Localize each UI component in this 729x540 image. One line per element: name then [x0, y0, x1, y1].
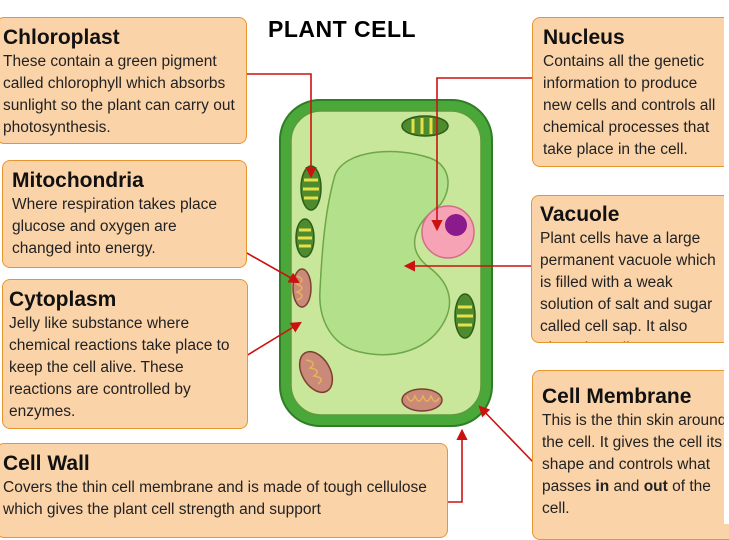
- heading-cell-wall: Cell Wall: [3, 452, 90, 475]
- heading-mitochondria: Mitochondria: [12, 169, 144, 192]
- plant-cell-diagram: [243, 73, 534, 503]
- heading-chloroplast: Chloroplast: [3, 26, 120, 49]
- text-mitochondria: Where respiration takes place glucose an…: [12, 196, 218, 257]
- nucleolus-shape: [445, 214, 467, 236]
- text-cell-membrane: This is the thin skin around the cell. I…: [542, 410, 728, 520]
- label-chloroplast: Chloroplast These contain a green pigmen…: [0, 17, 247, 144]
- arrow-nucleus: [431, 77, 533, 232]
- text-chloroplast: These contain a green pigment called chl…: [3, 53, 235, 136]
- diagram-title: PLANT CELL: [268, 16, 417, 42]
- arrow-mitochondria: [244, 251, 300, 284]
- mitochondrion-left: [292, 268, 312, 308]
- pointer-arrows: [243, 73, 534, 503]
- text-cell-membrane-a: This is the thin skin around the cell. I…: [542, 412, 727, 495]
- text-vacuole: Plant cells have a large permanent vacuo…: [540, 230, 716, 342]
- text-cytoplasm: Jelly like substance where chemical reac…: [9, 315, 230, 420]
- heading-vacuole: Vacuole: [540, 203, 620, 226]
- word-in: in: [595, 478, 610, 495]
- text-cell-wall: Covers the thin cell membrane and is mad…: [3, 479, 427, 518]
- label-vacuole: Vacuole Plant cells have a large permane…: [531, 195, 729, 343]
- label-cell-wall: Cell Wall Covers the thin cell membrane …: [0, 443, 448, 538]
- label-cytoplasm: Cytoplasm Jelly like substance where che…: [2, 279, 248, 429]
- chloroplast-right: [454, 293, 476, 339]
- chloroplast-left-2: [295, 218, 315, 258]
- text-nucleus: Contains all the genetic information to …: [543, 53, 716, 158]
- right-edge-mask: [724, 0, 729, 524]
- label-mitochondria: Mitochondria Where respiration takes pla…: [2, 160, 247, 268]
- label-cell-membrane: Cell Membrane This is the thin skin arou…: [532, 370, 729, 540]
- heading-cell-membrane: Cell Membrane: [542, 385, 692, 408]
- arrow-cell-wall: [447, 428, 468, 503]
- label-nucleus: Nucleus Contains all the genetic informa…: [532, 17, 729, 167]
- text-cell-membrane-b: and: [609, 478, 644, 495]
- arrow-cell-membrane: [478, 405, 534, 463]
- chloroplast-top: [401, 115, 449, 137]
- arrow-cytoplasm: [245, 321, 302, 357]
- mitochondrion-bottom-right: [401, 388, 443, 412]
- arrow-chloroplast: [243, 73, 317, 179]
- text-cell-membrane-c: of the cell.: [542, 478, 711, 517]
- heading-cytoplasm: Cytoplasm: [9, 288, 117, 311]
- heading-nucleus: Nucleus: [543, 26, 625, 49]
- mitochondrion-bottom-left: [298, 350, 334, 394]
- word-out: out: [643, 478, 668, 495]
- vacuole-shape: [319, 150, 451, 356]
